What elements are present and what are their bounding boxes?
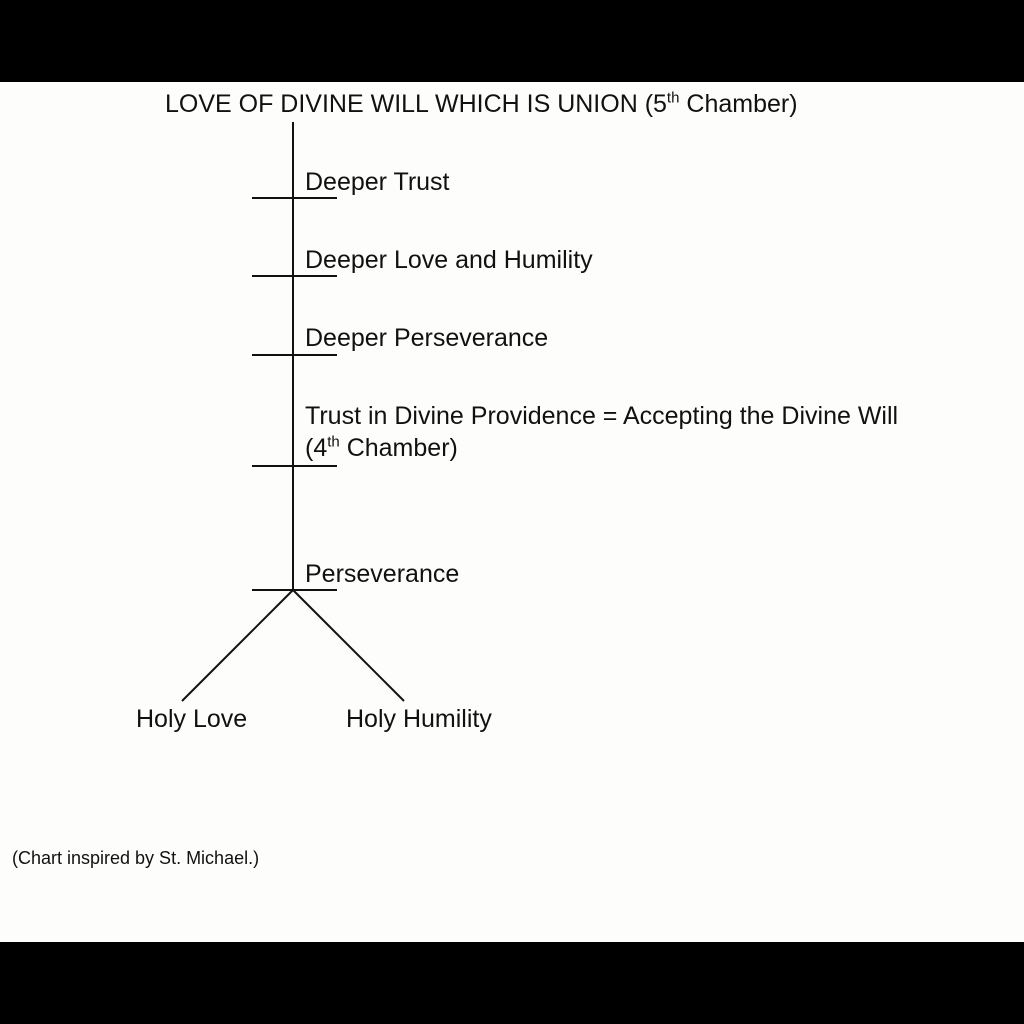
- step-trust-divine-providence: Trust in Divine Providence = Accepting t…: [305, 402, 899, 462]
- branch-right-line: [292, 589, 405, 702]
- step-perseverance: Perseverance: [305, 560, 460, 588]
- footnote: (Chart inspired by St. Michael.): [12, 848, 260, 868]
- branch-holy-humility: Holy Humility: [346, 705, 492, 733]
- step-trust-divine-providence-line1: Trust in Divine Providence = Accepting t…: [305, 402, 899, 430]
- step-deeper-trust: Deeper Trust: [305, 168, 450, 196]
- branch-holy-love: Holy Love: [136, 705, 248, 733]
- step-deeper-love-humility: Deeper Love and Humility: [305, 246, 593, 274]
- diagram-canvas: [0, 82, 1024, 942]
- diagram-title: LOVE OF DIVINE WILL WHICH IS UNION (5th …: [165, 89, 798, 118]
- step-trust-divine-providence-line2: (4th Chamber): [305, 433, 458, 462]
- step-deeper-perseverance: Deeper Perseverance: [305, 324, 549, 352]
- branch-left-line: [181, 589, 294, 702]
